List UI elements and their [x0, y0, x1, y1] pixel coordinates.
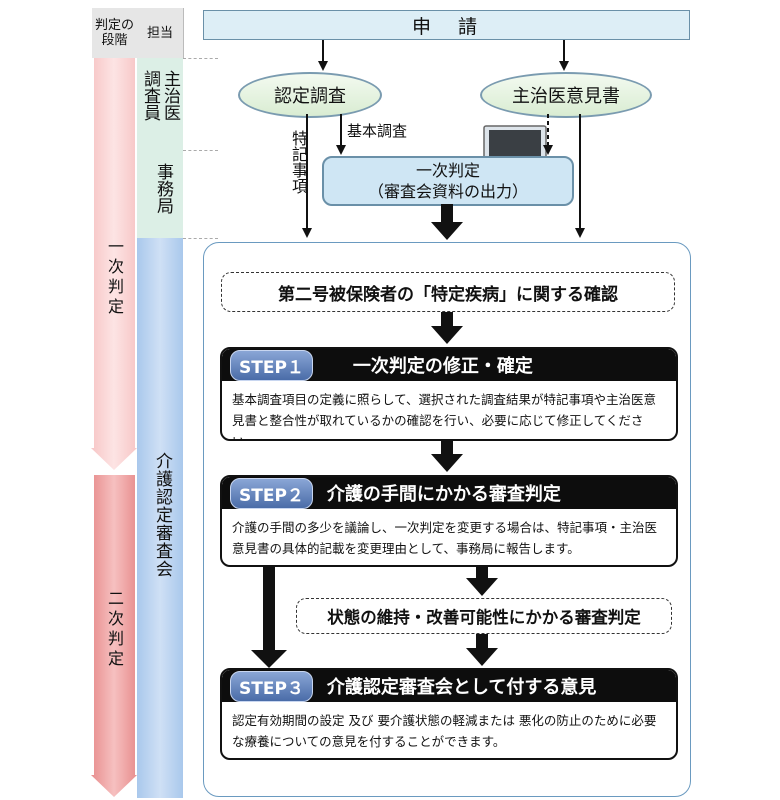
row-separator	[183, 58, 218, 59]
step3-title: 介護認定審査会として付する意見	[326, 677, 597, 698]
step2-header: STEP２ 介護の手間にかかる審査判定	[222, 477, 676, 509]
application-box: 申 請	[203, 10, 690, 40]
thick-arrow-primary	[431, 204, 463, 240]
step3-label: STEP３	[230, 670, 313, 702]
step2-title: 介護の手間にかかる審査判定	[326, 484, 561, 505]
row-separator	[183, 150, 218, 151]
step2-box: STEP２ 介護の手間にかかる審査判定 介護の手間の多少を議論し、一次判定を変更…	[220, 475, 678, 567]
role-secretariat-label: 事務局	[153, 163, 173, 214]
role-cell-secretariat	[137, 150, 183, 238]
step1-label: STEP１	[230, 349, 313, 381]
stage-header: 判定の 段階	[92, 8, 138, 58]
thick-arrow-review	[466, 634, 498, 666]
stage-primary-label: 一次判定	[105, 238, 124, 318]
step2-body: 介護の手間の多少を議論し、一次判定を変更する場合は、特記事項・主治医意見書の具体…	[232, 520, 658, 556]
thick-arrow-check	[431, 312, 463, 344]
specific-disease-check-box: 第二号被保険者の「特定疾病」に関する確認	[221, 272, 675, 312]
basic-survey-label: 基本調査	[347, 122, 408, 140]
step1-title: 一次判定の修正・確定	[352, 356, 533, 377]
step1-header: STEP１ 一次判定の修正・確定	[222, 349, 676, 381]
primary-judgment-title: 一次判定	[415, 161, 480, 180]
step1-box: STEP１ 一次判定の修正・確定 基本調査項目の定義に照らして、選択された調査結…	[220, 347, 678, 441]
step3-header: STEP３ 介護認定審査会として付する意見	[222, 670, 676, 702]
thick-arrow-step1	[431, 440, 463, 472]
step3-box: STEP３ 介護認定審査会として付する意見 認定有効期間の設定 及び 要介護状態…	[220, 668, 678, 760]
special-notes-label: 特記事項	[289, 130, 308, 194]
primary-judgment-box: 一次判定 （審査会資料の出力）	[322, 156, 574, 206]
role-header: 担当	[137, 8, 184, 58]
role-investigator-label: 主治医 調査員	[140, 70, 180, 121]
step3-body: 認定有効期間の設定 及び 要介護状態の軽減または 悪化の防止のために必要な療養に…	[232, 713, 657, 749]
doctor-opinion-oval: 主治医意見書	[480, 72, 652, 118]
stage-secondary-label: 二次判定	[105, 590, 124, 670]
maintenance-review-box: 状態の維持・改善可能性にかかる審査判定	[296, 598, 672, 634]
survey-oval: 認定調査	[238, 72, 382, 118]
role-cell-committee	[137, 238, 183, 798]
step1-body: 基本調査項目の定義に照らして、選択された調査結果が特記事項や主治医意見書と整合性…	[232, 392, 657, 439]
thick-arrow-step2-left	[251, 566, 287, 668]
row-separator	[183, 238, 218, 239]
step2-label: STEP２	[230, 477, 313, 509]
secondary-stage-arrow	[91, 475, 137, 797]
primary-stage-arrow	[91, 58, 137, 470]
role-committee-label: 介護認定審査会	[152, 452, 172, 578]
thick-arrow-step2-mid	[466, 566, 498, 596]
primary-judgment-subtitle: （審査会資料の出力）	[367, 182, 528, 201]
